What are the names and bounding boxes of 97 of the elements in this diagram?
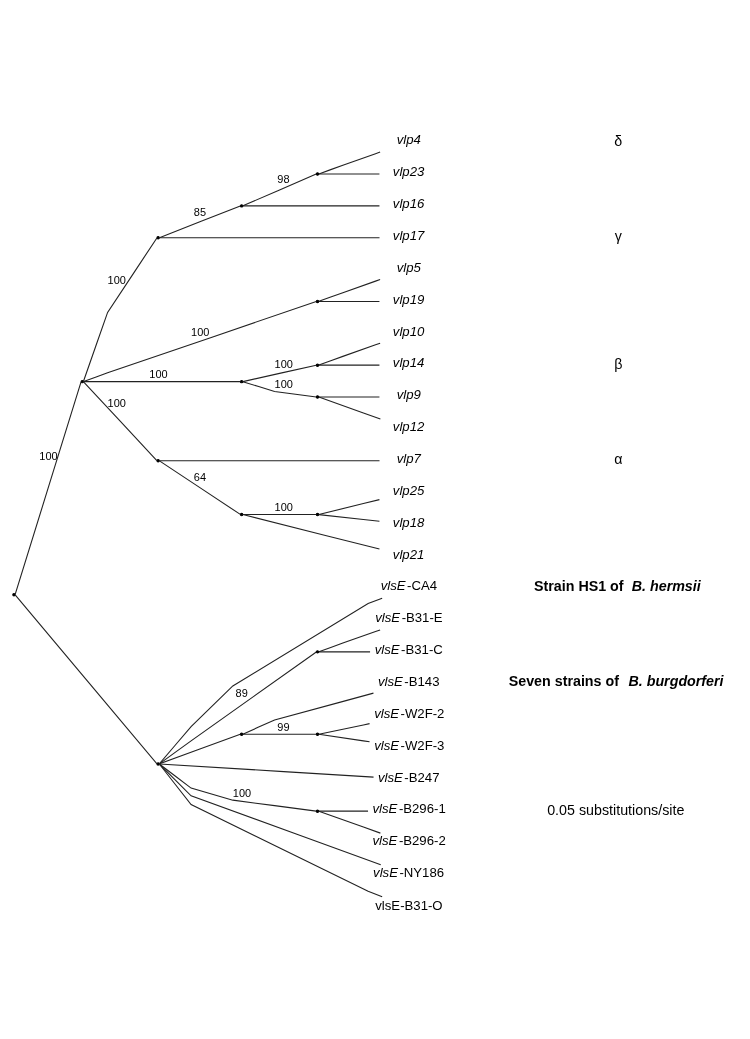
connector — [242, 733, 317, 735]
connector — [318, 499, 380, 516]
edge-label: 100 — [191, 325, 210, 338]
connector — [318, 651, 371, 653]
node-text: vlp25 — [392, 482, 425, 498]
connector — [318, 733, 371, 743]
connector — [318, 151, 381, 175]
node-text: vlp9 — [396, 387, 421, 403]
node-text: vlsE-B247 — [378, 769, 440, 785]
connector — [158, 733, 241, 765]
connector — [318, 364, 380, 366]
node-text: vlp17 — [392, 228, 425, 244]
connector — [242, 692, 374, 735]
label: α — [614, 451, 623, 468]
node-point — [156, 762, 160, 766]
node-text: vlp4 — [396, 132, 421, 148]
connector — [158, 763, 317, 812]
connector — [318, 396, 380, 398]
node-point — [315, 172, 320, 176]
edge-label: 100 — [232, 786, 252, 799]
edge-label: 98 — [277, 172, 290, 185]
node-point — [156, 236, 160, 240]
label: β — [614, 355, 623, 372]
node-point — [12, 593, 16, 597]
connector — [318, 723, 371, 735]
connector — [158, 237, 381, 239]
connector — [242, 173, 317, 207]
node-text: vlsE-W2F-3 — [374, 737, 445, 753]
edge-label: 100 — [149, 368, 168, 381]
node-point — [239, 512, 244, 517]
connector — [158, 651, 317, 765]
node-point — [315, 395, 320, 399]
node-text: vlp12 — [392, 419, 425, 435]
edge-label: 100 — [107, 273, 126, 286]
edge-label: 99 — [277, 720, 290, 733]
connector — [158, 205, 241, 239]
label: Strain HS1 of B. hermsii — [534, 577, 701, 594]
node-text: vlsE-B143 — [378, 674, 440, 690]
edge-label: 64 — [193, 470, 207, 483]
connector — [318, 396, 381, 420]
connector — [318, 342, 381, 366]
connector — [242, 364, 317, 383]
label: 0.05 substitutions/site — [547, 801, 685, 818]
node-text: vlsE-B296-2 — [372, 833, 446, 849]
connector — [318, 629, 381, 653]
node-text: vlsE-B31-O — [375, 898, 443, 914]
node-point — [315, 809, 320, 813]
connector — [318, 514, 380, 522]
label: γ — [614, 228, 622, 245]
node-text: vlsE-NY186 — [373, 865, 445, 881]
node-text: vlp7 — [396, 451, 421, 467]
node-point — [315, 363, 320, 367]
edge-label: 100 — [274, 358, 293, 371]
edge-label: 85 — [193, 205, 207, 218]
node-text: vlp23 — [392, 164, 425, 180]
edge-label: 89 — [235, 686, 248, 699]
connector — [158, 763, 375, 778]
node-point — [80, 379, 84, 384]
node-text: vlp18 — [392, 514, 425, 530]
connector — [318, 810, 381, 834]
node-point — [239, 204, 244, 208]
node-text: vlsE-CA4 — [380, 578, 438, 594]
node-point — [315, 512, 320, 517]
node-point — [239, 379, 244, 384]
connector — [318, 278, 381, 302]
node-text: vlsE-W2F-2 — [374, 705, 445, 721]
node-text: vlp21 — [392, 546, 425, 562]
node-point — [239, 732, 244, 736]
edge-label: 100 — [107, 396, 126, 409]
node-text: vlsE-B31-C — [374, 642, 443, 658]
node-point — [315, 299, 320, 304]
label: δ — [614, 132, 623, 149]
node-point — [315, 732, 320, 736]
edge-label: 100 — [274, 501, 293, 514]
node-text: vlsE-B296-1 — [372, 801, 446, 817]
node-point — [156, 459, 160, 463]
connector — [158, 763, 382, 866]
connector — [318, 300, 380, 302]
edge-label: 100 — [274, 378, 293, 391]
node-text: vlsE-B31-E — [375, 610, 443, 626]
connector — [158, 597, 383, 765]
connector — [242, 381, 317, 398]
label: Seven strains of B. burgdorferi — [508, 673, 724, 690]
connector — [83, 300, 317, 383]
connector — [242, 514, 317, 516]
edge-label: 100 — [39, 449, 58, 462]
node-text: vlp19 — [392, 291, 425, 307]
connector — [158, 763, 383, 898]
node-point — [315, 650, 320, 654]
node-text: vlp10 — [392, 323, 425, 339]
node-text: vlp5 — [396, 259, 421, 275]
connector — [14, 594, 158, 765]
node-text: vlp14 — [392, 355, 425, 371]
node-text: vlp16 — [392, 196, 425, 212]
connector — [242, 205, 380, 207]
connector — [242, 514, 380, 550]
connector — [318, 173, 380, 175]
